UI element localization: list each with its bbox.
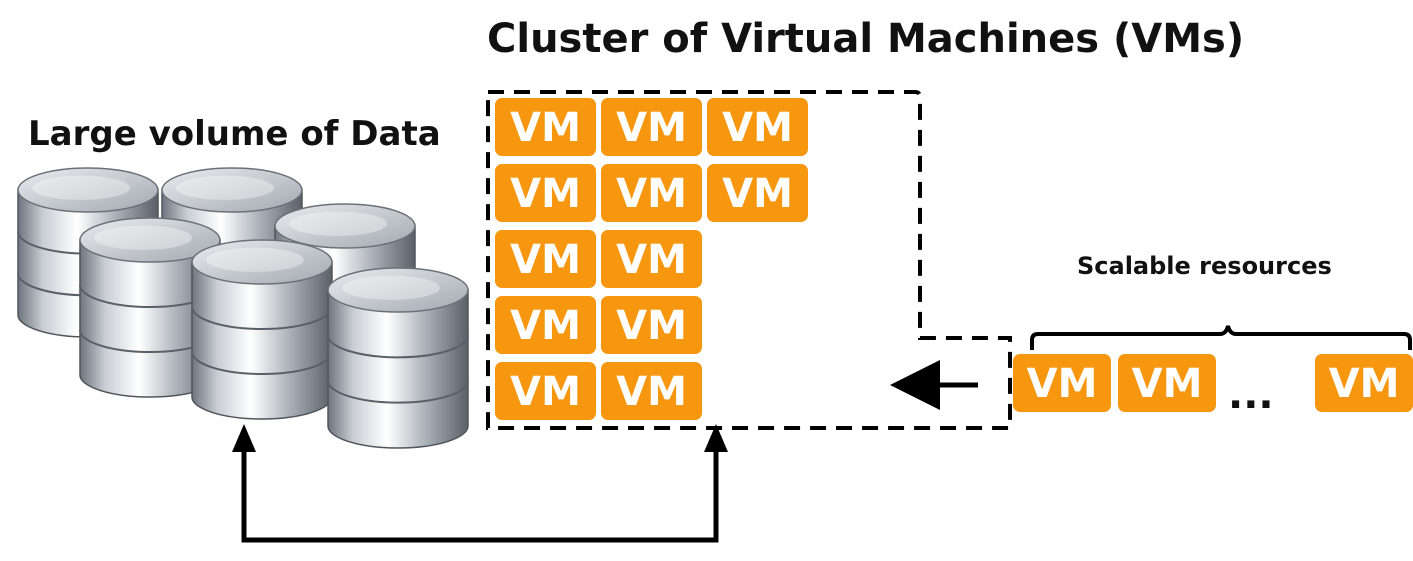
ellipsis-text: ... (1228, 372, 1274, 418)
vm-label: VM (1329, 361, 1400, 407)
vm-box: VM (601, 98, 702, 156)
vm-grid: VM VM VM VM VM VM VM VM VM VM VM VM (495, 98, 808, 420)
vm-box: VM (601, 296, 702, 354)
vm-box: VM (707, 164, 808, 222)
vm-box: VM (495, 98, 596, 156)
cluster-boundary (486, 90, 1012, 430)
database-cylinder-icon (327, 267, 469, 449)
database-cylinder-icon (191, 239, 333, 420)
vm-box: VM (495, 164, 596, 222)
vm-box: VM (495, 296, 596, 354)
scalable-brace (1030, 325, 1412, 350)
vm-box: VM (601, 362, 702, 420)
database-stack (17, 167, 469, 449)
vm-label: VM (616, 369, 687, 415)
vm-label: VM (616, 105, 687, 151)
data-cluster-link (241, 440, 719, 543)
vm-label: VM (722, 105, 793, 151)
cluster-title: Cluster of Virtual Machines (VMs) (487, 16, 1244, 62)
arrow-up-left-icon (232, 424, 256, 452)
vm-label: VM (1132, 361, 1203, 407)
scalable-vm-box: VM (1315, 354, 1413, 412)
scalable-title: Scalable resources (1077, 252, 1332, 280)
vm-label: VM (510, 303, 581, 349)
scalable-vm-box: VM (1013, 354, 1111, 412)
vm-box: VM (601, 164, 702, 222)
vm-label: VM (510, 369, 581, 415)
vm-label: VM (510, 171, 581, 217)
vm-label: VM (616, 237, 687, 283)
scalable-vm-box: VM (1118, 354, 1216, 412)
arrow-up-right-icon (704, 424, 728, 452)
vm-label: VM (1027, 361, 1098, 407)
vm-label: VM (510, 105, 581, 151)
scalable-vms: VM VM VM (1013, 354, 1413, 412)
vm-box: VM (601, 230, 702, 288)
vm-label: VM (510, 237, 581, 283)
vm-box: VM (495, 230, 596, 288)
vm-label: VM (616, 171, 687, 217)
data-title: Large volume of Data (28, 114, 441, 154)
vm-label: VM (616, 303, 687, 349)
vm-box: VM (495, 362, 596, 420)
vm-box: VM (707, 98, 808, 156)
vm-label: VM (722, 171, 793, 217)
